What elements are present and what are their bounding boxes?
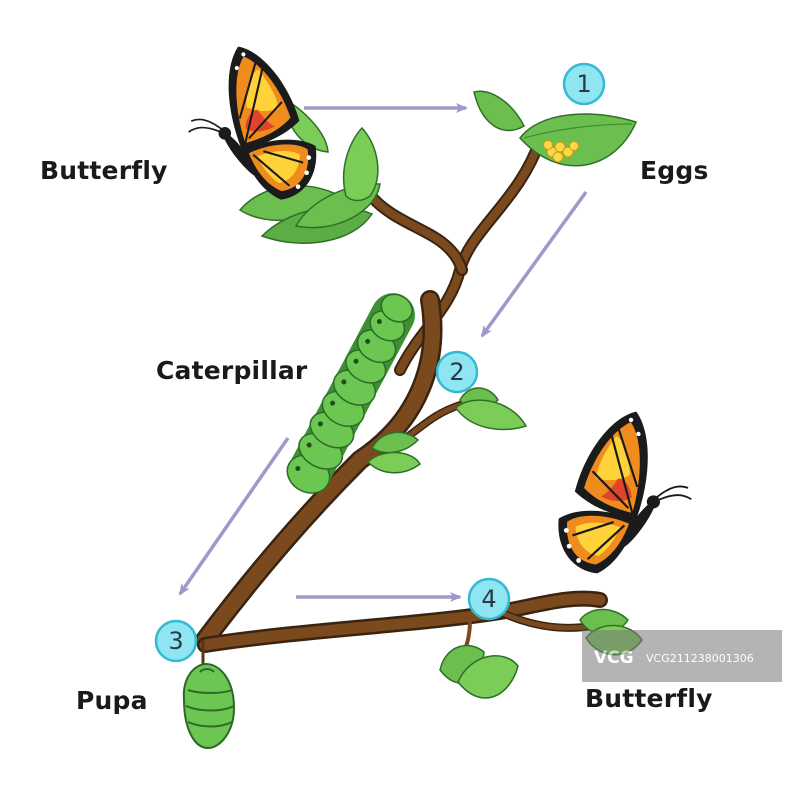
- watermark-id: VCG211238001306: [646, 652, 754, 665]
- branch-system: [195, 134, 608, 661]
- stage-2-badge: 2: [435, 350, 479, 394]
- stage-1-number: 1: [576, 70, 591, 98]
- stage-1-badge: 1: [562, 62, 606, 106]
- stage-4-number: 4: [481, 585, 496, 613]
- arrow-caterpillar-to-pupa: [178, 437, 290, 596]
- butterfly-adult-bottom-illustration: [552, 403, 701, 584]
- stage-badges: 1 2 3 4: [154, 62, 606, 663]
- leaves-eggs: [473, 90, 638, 167]
- stage-4-badge: 4: [467, 577, 511, 621]
- label-eggs: Eggs: [640, 156, 709, 185]
- label-butterfly-adult: Butterfly: [40, 156, 168, 185]
- pupa-illustration: [182, 640, 236, 750]
- label-caterpillar: Caterpillar: [156, 356, 308, 385]
- arrow-eggs-to-caterpillar: [480, 190, 588, 338]
- label-pupa: Pupa: [76, 686, 148, 715]
- stage-3-number: 3: [168, 627, 183, 655]
- cycle-arrows: [178, 103, 588, 602]
- caterpillar-illustration: [286, 293, 415, 494]
- stage-3-badge: 3: [154, 619, 198, 663]
- watermark: VCG VCG211238001306: [582, 630, 782, 682]
- watermark-logo: VCG: [594, 648, 634, 668]
- label-butterfly: Butterfly: [585, 684, 713, 713]
- eggs-cluster: [543, 140, 579, 163]
- stage-2-number: 2: [449, 358, 464, 386]
- leaves-middle: [366, 387, 528, 474]
